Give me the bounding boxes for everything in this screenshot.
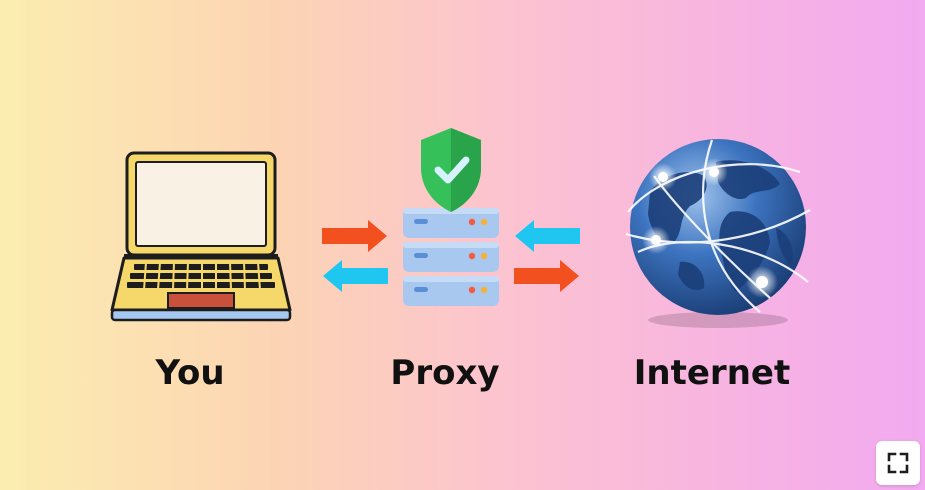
- fullscreen-icon: [887, 452, 909, 474]
- server-shield-icon: [400, 126, 502, 306]
- fullscreen-button[interactable]: [876, 441, 920, 485]
- bidirectional-arrows-icon: [322, 219, 388, 295]
- node-label-internet: Internet: [633, 353, 791, 393]
- node-label-proxy: Proxy: [390, 353, 500, 393]
- node-label-you: You: [155, 353, 225, 393]
- globe-icon: [620, 132, 815, 332]
- laptop-icon: [110, 150, 292, 326]
- bidirectional-arrows-icon: [514, 219, 580, 295]
